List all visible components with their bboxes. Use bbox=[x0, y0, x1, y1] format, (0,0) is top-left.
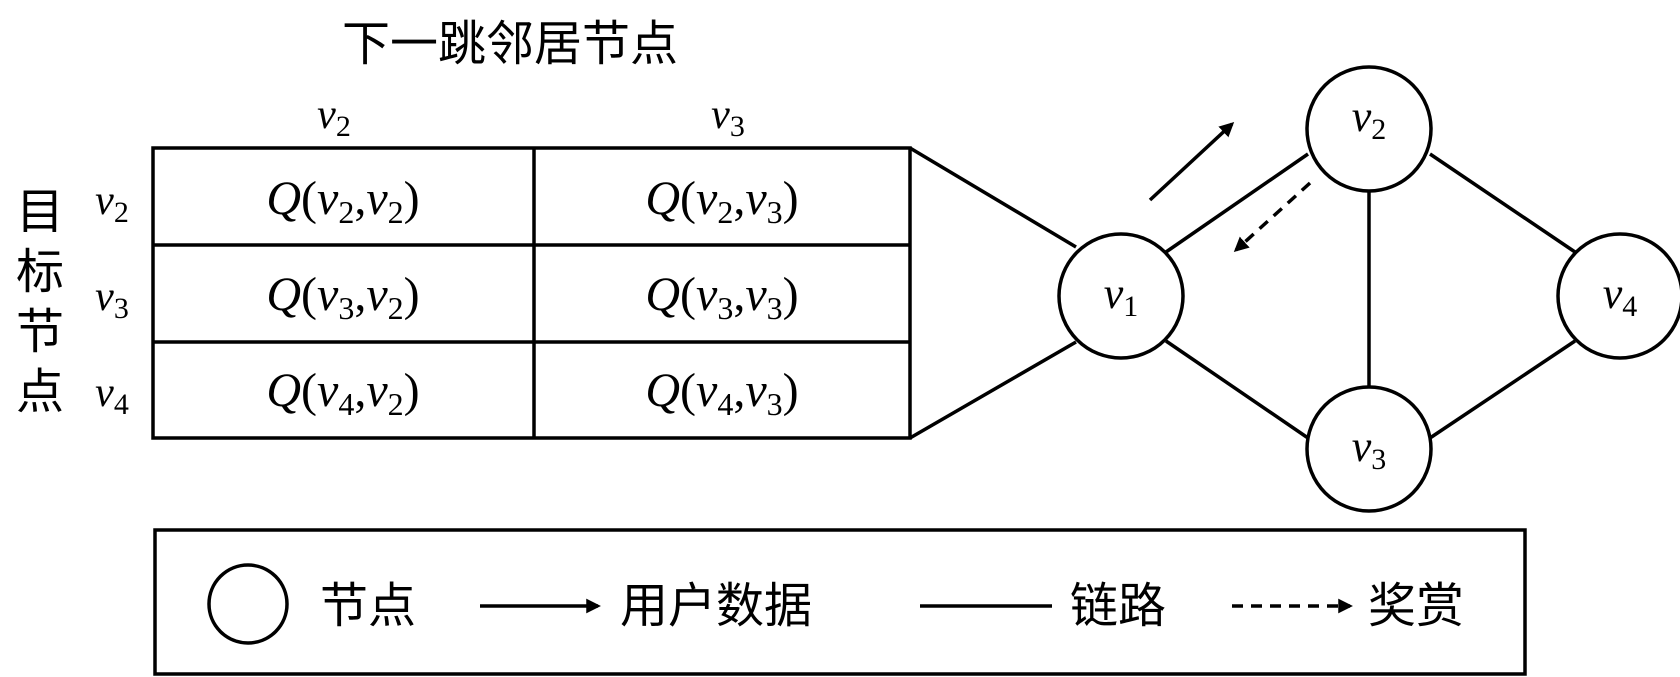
column-header-var: v bbox=[317, 92, 336, 138]
row-header-sub: 3 bbox=[114, 292, 129, 325]
row-header-sub: 4 bbox=[114, 388, 129, 421]
q-cell: Q(v3,v3) bbox=[645, 268, 798, 326]
q-table-cells: Q(v2,v2) Q(v2,v3) Q(v3,v2) Q(v3,v3) Q(v4… bbox=[266, 172, 798, 422]
target-node-char: 目 bbox=[16, 184, 64, 240]
legend: 节点 用户数据 链路 奖赏 bbox=[153, 528, 1527, 676]
callout-line-bottom bbox=[909, 340, 1077, 440]
column-header-sub: 3 bbox=[730, 110, 745, 143]
q-cell: Q(v4,v3) bbox=[645, 364, 798, 422]
legend-link-label: 链路 bbox=[1070, 578, 1166, 634]
next-hop-neighbor-title: 下一跳邻居节点 bbox=[342, 16, 678, 72]
reward-arrow bbox=[1233, 181, 1312, 252]
legend-node-icon bbox=[207, 563, 289, 645]
legend-data-label: 用户数据 bbox=[620, 578, 812, 634]
legend-node-label: 节点 bbox=[320, 578, 416, 634]
link-v2-v4 bbox=[1429, 152, 1576, 254]
target-node-title: 目 标 节 点 bbox=[16, 184, 64, 420]
node-circle bbox=[1305, 385, 1433, 513]
node-v3: v3 bbox=[1305, 385, 1433, 513]
node-v1: v1 bbox=[1057, 232, 1185, 360]
row-header-v2: v2 bbox=[95, 178, 129, 229]
node-v4: v4 bbox=[1556, 232, 1680, 360]
row-header-v3: v3 bbox=[95, 274, 129, 325]
column-header-v2: v2 bbox=[317, 92, 351, 143]
link-v3-v4 bbox=[1429, 339, 1576, 440]
row-header-var: v bbox=[95, 370, 114, 416]
q-cell: Q(v4,v2) bbox=[266, 364, 419, 422]
row-header-sub: 2 bbox=[114, 196, 129, 229]
link-v1-v3 bbox=[1165, 339, 1309, 440]
column-header-sub: 2 bbox=[336, 110, 351, 143]
link-v1-v2 bbox=[1165, 152, 1309, 254]
node-label: v2 bbox=[1352, 92, 1387, 146]
callout-line-top bbox=[909, 146, 1077, 249]
column-header-v3: v3 bbox=[711, 92, 745, 143]
node-circle bbox=[1305, 65, 1433, 193]
column-header-var: v bbox=[711, 92, 730, 138]
row-header-var: v bbox=[95, 274, 114, 320]
legend-box bbox=[153, 528, 1527, 676]
row-header-v4: v4 bbox=[95, 370, 129, 421]
node-circle bbox=[1057, 232, 1185, 360]
node-v2: v2 bbox=[1305, 65, 1433, 193]
target-node-char: 节 bbox=[16, 304, 64, 360]
q-cell: Q(v3,v2) bbox=[266, 268, 419, 326]
target-node-char: 点 bbox=[16, 364, 64, 420]
row-header-var: v bbox=[95, 178, 114, 224]
node-circle bbox=[1556, 232, 1680, 360]
q-table-grid bbox=[151, 146, 912, 440]
q-table-border bbox=[151, 146, 912, 440]
network-links bbox=[1165, 152, 1576, 440]
q-cell: Q(v2,v3) bbox=[645, 172, 798, 230]
node-label: v3 bbox=[1352, 422, 1387, 476]
user-data-arrow bbox=[1148, 122, 1235, 202]
target-node-char: 标 bbox=[16, 244, 64, 300]
q-cell: Q(v2,v2) bbox=[266, 172, 419, 230]
legend-reward-label: 奖赏 bbox=[1368, 578, 1464, 634]
node-label: v1 bbox=[1104, 269, 1139, 323]
node-label: v4 bbox=[1603, 269, 1638, 323]
